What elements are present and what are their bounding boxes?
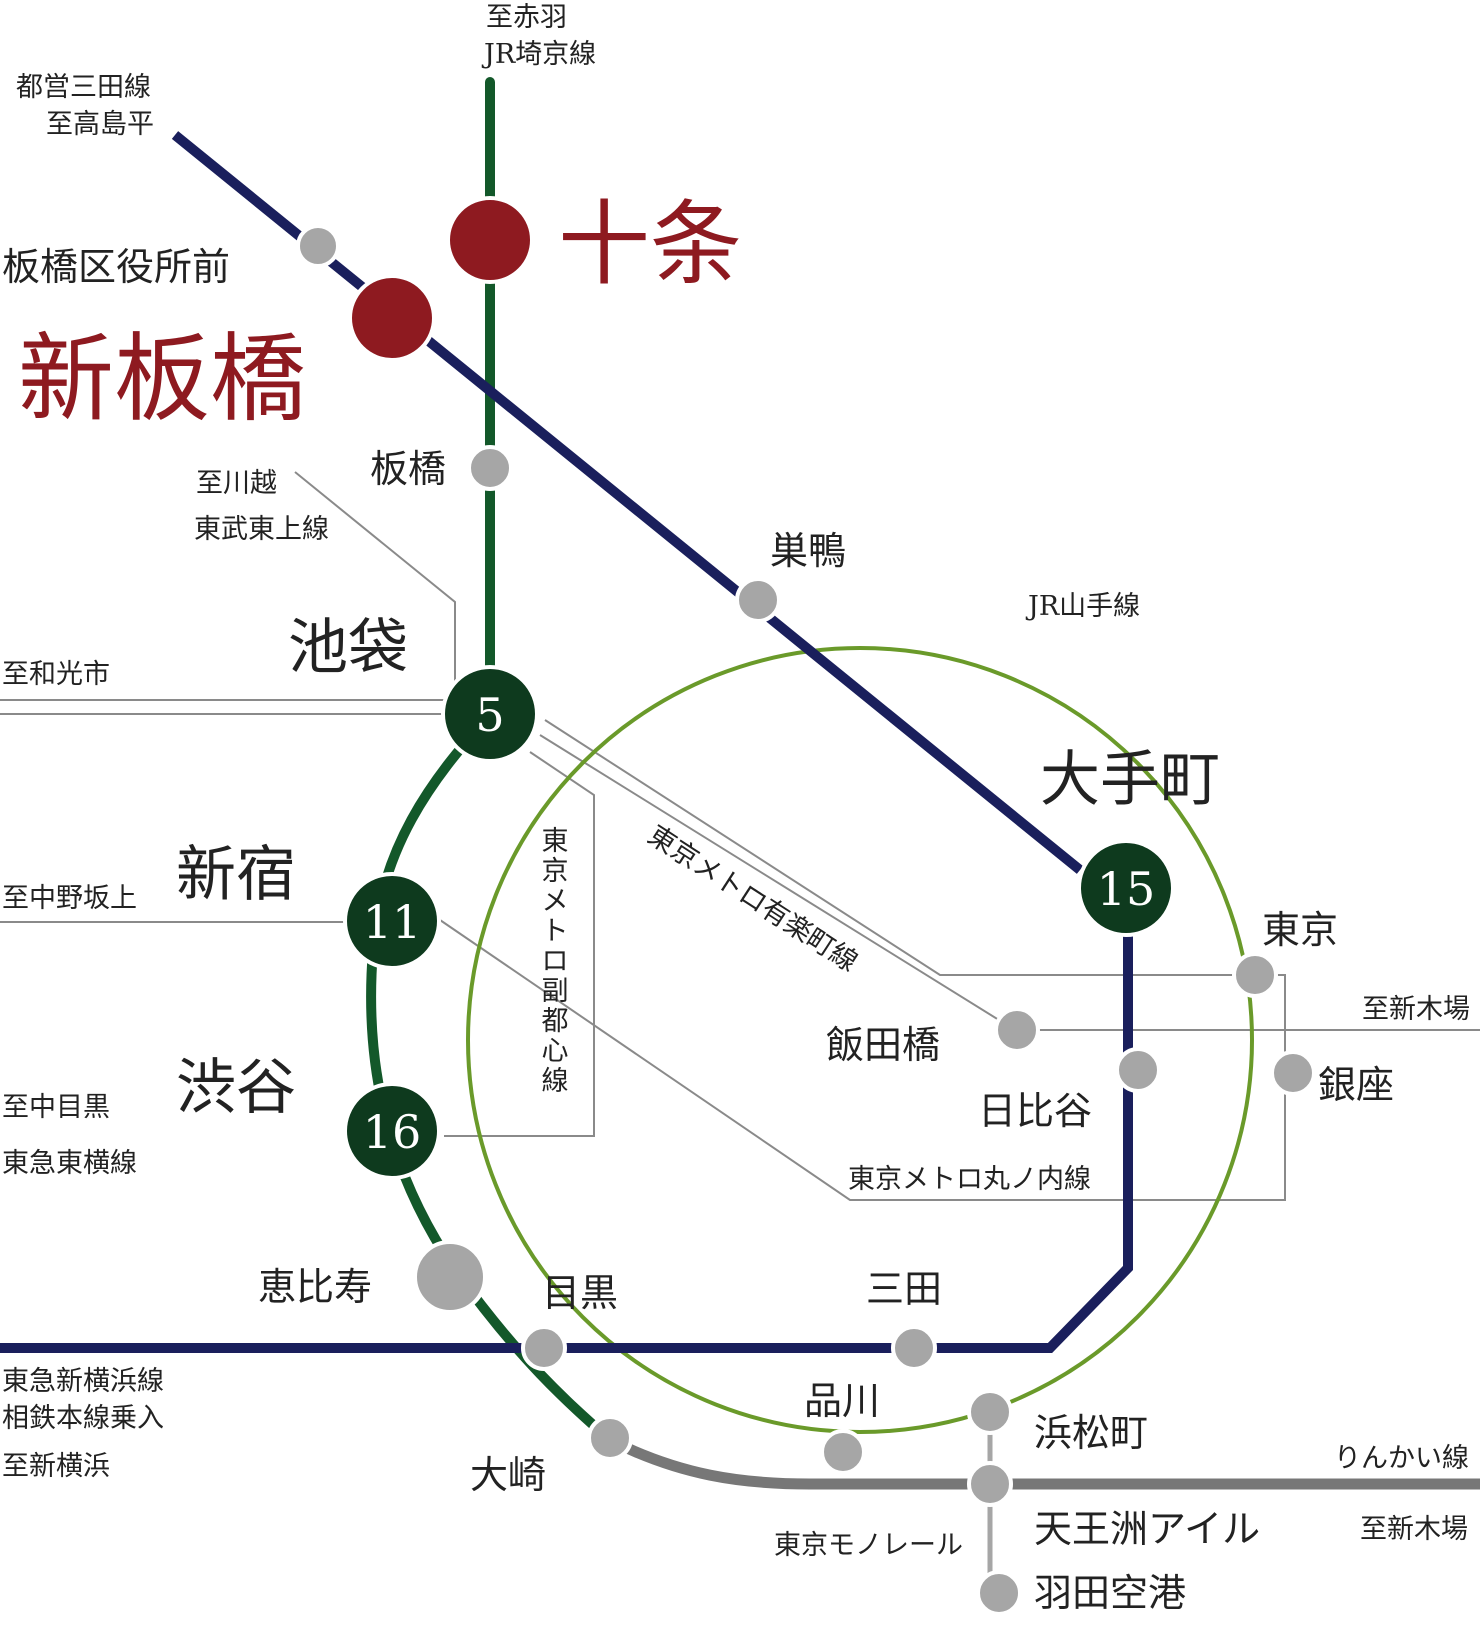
hub-stations: 5 15 11 16 — [343, 665, 1175, 1180]
shin-itabashi-label: 新板橋 — [18, 323, 306, 435]
mita-dest-label: 至高島平 — [46, 109, 154, 140]
saikyo-dest-label: 至赤羽 — [486, 2, 567, 33]
itabashi-kuyakusho-label: 板橋区役所前 — [2, 245, 230, 289]
station-tokyo — [1232, 952, 1278, 998]
shin-yokohama-line-label: 東急新横浜線 — [2, 1366, 164, 1397]
tokyo-label: 東京 — [1262, 908, 1338, 952]
shinjuku-minutes: 11 — [363, 895, 422, 949]
toyoko-label: 東急東横線 — [2, 1148, 137, 1179]
yurakucho-label: 東京メトロ有楽町線 — [642, 820, 863, 978]
station-hibiya — [1115, 1047, 1161, 1093]
yurakucho-line-2 — [539, 734, 1480, 1031]
station-itabashi — [467, 445, 513, 491]
otemachi-label: 大手町 — [1040, 745, 1220, 815]
station-tennozu — [967, 1461, 1013, 1507]
rinkai-line — [607, 1435, 1480, 1490]
fukutoshin-line — [444, 751, 595, 1137]
station-ginza — [1270, 1050, 1316, 1096]
marunouchi-label: 東京メトロ丸ノ内線 — [848, 1164, 1091, 1195]
yamanote-line — [466, 646, 1254, 1434]
station-shinjuku — [343, 872, 441, 970]
minor-stations — [296, 224, 1316, 1616]
ikebukuro-minutes: 5 — [475, 688, 504, 742]
fukutoshin-label: 東京メトロ副都心線 — [542, 826, 569, 1097]
shinjuku-label: 新宿 — [176, 840, 296, 910]
station-hamamatsucho — [967, 1389, 1013, 1435]
tobu-tojo-label: 東武東上線 — [194, 514, 329, 545]
station-shibuya — [343, 1082, 441, 1180]
saikyo-line-label: JR埼京線 — [481, 39, 596, 70]
shinagawa-label: 品川 — [804, 1379, 880, 1423]
station-iidabashi — [994, 1007, 1040, 1053]
station-osaki — [587, 1415, 633, 1461]
meguro-label: 目黒 — [542, 1271, 618, 1315]
wako-dest-label: 至和光市 — [2, 659, 110, 690]
rinkai-label: りんかい線 — [1334, 1443, 1469, 1474]
hamamatsucho-label: 浜松町 — [1034, 1411, 1148, 1455]
station-meguro — [521, 1325, 567, 1371]
shin-yokohama-dest-label: 至新横浜 — [2, 1451, 110, 1482]
shibuya-label: 渋谷 — [176, 1053, 296, 1123]
station-shinagawa — [820, 1429, 866, 1475]
station-jujo — [446, 196, 534, 284]
station-shin-itabashi — [348, 274, 436, 362]
monorail-label: 東京モノレール — [774, 1530, 963, 1561]
shinkiba-dest1-label: 至新木場 — [1362, 994, 1470, 1025]
station-mita — [891, 1325, 937, 1371]
station-sugamo — [735, 577, 781, 623]
tennozu-label: 天王洲アイル — [1034, 1507, 1260, 1551]
wako-line — [0, 699, 490, 715]
kawagoe-dest-label: 至川越 — [196, 468, 277, 499]
ebisu-label: 恵比寿 — [258, 1265, 372, 1309]
sotetsu-label: 相鉄本線乗入 — [2, 1403, 164, 1434]
mita-label: 三田 — [866, 1267, 942, 1311]
itabashi-label: 板橋 — [370, 447, 446, 491]
ginza-label: 銀座 — [1318, 1063, 1394, 1107]
haneda-label: 羽田空港 — [1034, 1571, 1186, 1615]
nakameguro-dest-label: 至中目黒 — [2, 1092, 110, 1123]
yamanote-label: JR山手線 — [1025, 591, 1140, 622]
station-otemachi — [1077, 839, 1175, 937]
station-ikebukuro — [441, 665, 539, 763]
shinkiba-dest2-label: 至新木場 — [1360, 1514, 1468, 1545]
otemachi-minutes: 15 — [1097, 862, 1156, 916]
mita-line-label: 都営三田線 — [16, 72, 151, 103]
iidabashi-label: 飯田橋 — [826, 1023, 940, 1067]
nakanosakaue-dest-label: 至中野坂上 — [2, 883, 137, 914]
ikebukuro-label: 池袋 — [288, 613, 408, 683]
osaki-label: 大崎 — [470, 1453, 546, 1497]
station-ebisu — [413, 1240, 487, 1314]
tobu-tojo-line — [294, 471, 456, 692]
sugamo-label: 巣鴨 — [770, 529, 846, 573]
hibiya-label: 日比谷 — [978, 1089, 1092, 1133]
shibuya-minutes: 16 — [363, 1105, 422, 1159]
jujo-label: 十条 — [558, 191, 742, 298]
station-itabashi-kuyakusho — [296, 224, 340, 268]
station-haneda — [976, 1570, 1022, 1616]
